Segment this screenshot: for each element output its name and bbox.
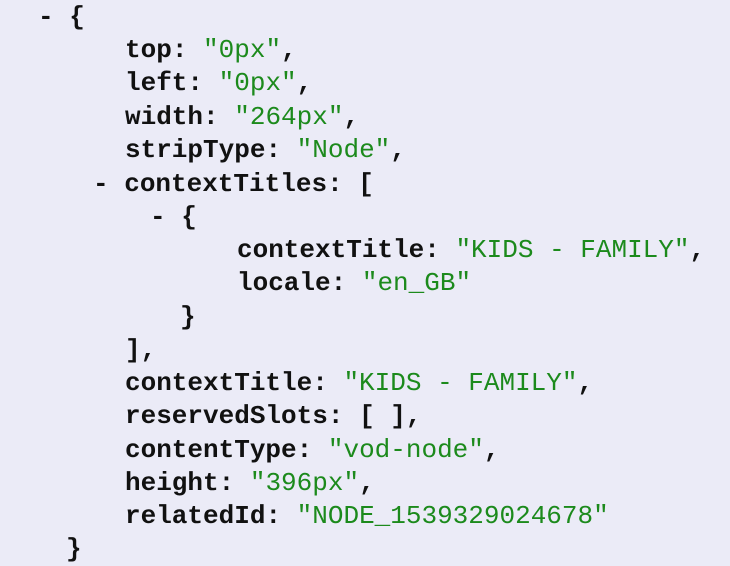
- property-key: contentType: [125, 435, 297, 465]
- property-relatedid: relatedId: "NODE_1539329024678": [125, 500, 609, 533]
- colon: :: [218, 468, 250, 498]
- property-top: top: "0px",: [125, 34, 297, 67]
- property-key: left: [125, 68, 188, 98]
- property-locale: locale: "en_GB": [237, 267, 471, 300]
- object-close-line: }: [66, 533, 82, 566]
- collapse-toggle[interactable]: -: [93, 169, 109, 199]
- colon: :: [330, 268, 362, 298]
- property-value: "396px": [249, 468, 360, 498]
- open-bracket: [: [358, 169, 374, 199]
- comma: ,: [483, 435, 500, 465]
- collapse-toggle[interactable]: -: [150, 202, 166, 232]
- property-value: "en_GB": [361, 268, 472, 298]
- close-brace: }: [180, 302, 196, 332]
- comma: ,: [296, 68, 313, 98]
- colon: :: [296, 435, 328, 465]
- colon: :: [265, 501, 297, 531]
- colon: :: [203, 102, 235, 132]
- property-key: stripType: [125, 135, 266, 165]
- object-open-line: - {: [38, 1, 85, 34]
- array-item-close-brace: }: [180, 301, 196, 334]
- property-key: contextTitles: [124, 169, 328, 199]
- property-height: height: "396px",: [125, 467, 375, 500]
- property-key: height: [125, 468, 219, 498]
- property-key: locale: [237, 268, 331, 298]
- colon: :: [312, 368, 344, 398]
- empty-array: [ ],: [359, 401, 422, 431]
- comma: ,: [689, 235, 706, 265]
- property-striptype: stripType: "Node",: [125, 134, 406, 167]
- property-reservedslots: reservedSlots: [ ],: [125, 400, 421, 433]
- property-value: "264px": [234, 102, 344, 132]
- close-bracket: ],: [125, 335, 157, 365]
- property-value: "KIDS - FAMILY": [343, 368, 578, 398]
- property-value: "Node": [296, 135, 391, 165]
- property-value: "NODE_1539329024678": [296, 501, 609, 531]
- property-key: contextTitle: [125, 368, 313, 398]
- property-key: width: [125, 102, 204, 132]
- colon: :: [187, 68, 219, 98]
- property-contenttype: contentType: "vod-node",: [125, 434, 500, 467]
- property-key: relatedId: [125, 501, 266, 531]
- close-brace: }: [66, 534, 82, 564]
- open-brace: {: [69, 2, 85, 32]
- comma: ,: [359, 468, 375, 498]
- property-key: top: [125, 35, 172, 65]
- property-contexttitle: contextTitle: "KIDS - FAMILY",: [237, 234, 705, 267]
- property-value: "0px": [203, 35, 282, 65]
- property-key: reservedSlots: [125, 401, 328, 431]
- collapse-toggle[interactable]: -: [38, 2, 54, 32]
- colon: :: [327, 169, 359, 199]
- property-width: width: "264px",: [125, 101, 359, 134]
- open-brace: {: [181, 202, 197, 232]
- comma: ,: [343, 102, 360, 132]
- property-value: "0px": [218, 68, 297, 98]
- array-item-open-line: - {: [150, 201, 197, 234]
- property-key: contextTitle: [237, 235, 425, 265]
- property-value: "KIDS - FAMILY": [455, 235, 690, 265]
- array-close-line: ],: [125, 334, 156, 367]
- colon: :: [265, 135, 297, 165]
- comma: ,: [577, 368, 594, 398]
- colon: :: [424, 235, 456, 265]
- colon: :: [327, 401, 360, 431]
- comma: ,: [390, 135, 406, 165]
- property-contexttitles: - contextTitles: [: [93, 168, 374, 201]
- property-value: "vod-node": [327, 435, 484, 465]
- property-contexttitle: contextTitle: "KIDS - FAMILY",: [125, 367, 593, 400]
- colon: :: [171, 35, 204, 65]
- property-left: left: "0px",: [125, 67, 312, 100]
- comma: ,: [281, 35, 297, 65]
